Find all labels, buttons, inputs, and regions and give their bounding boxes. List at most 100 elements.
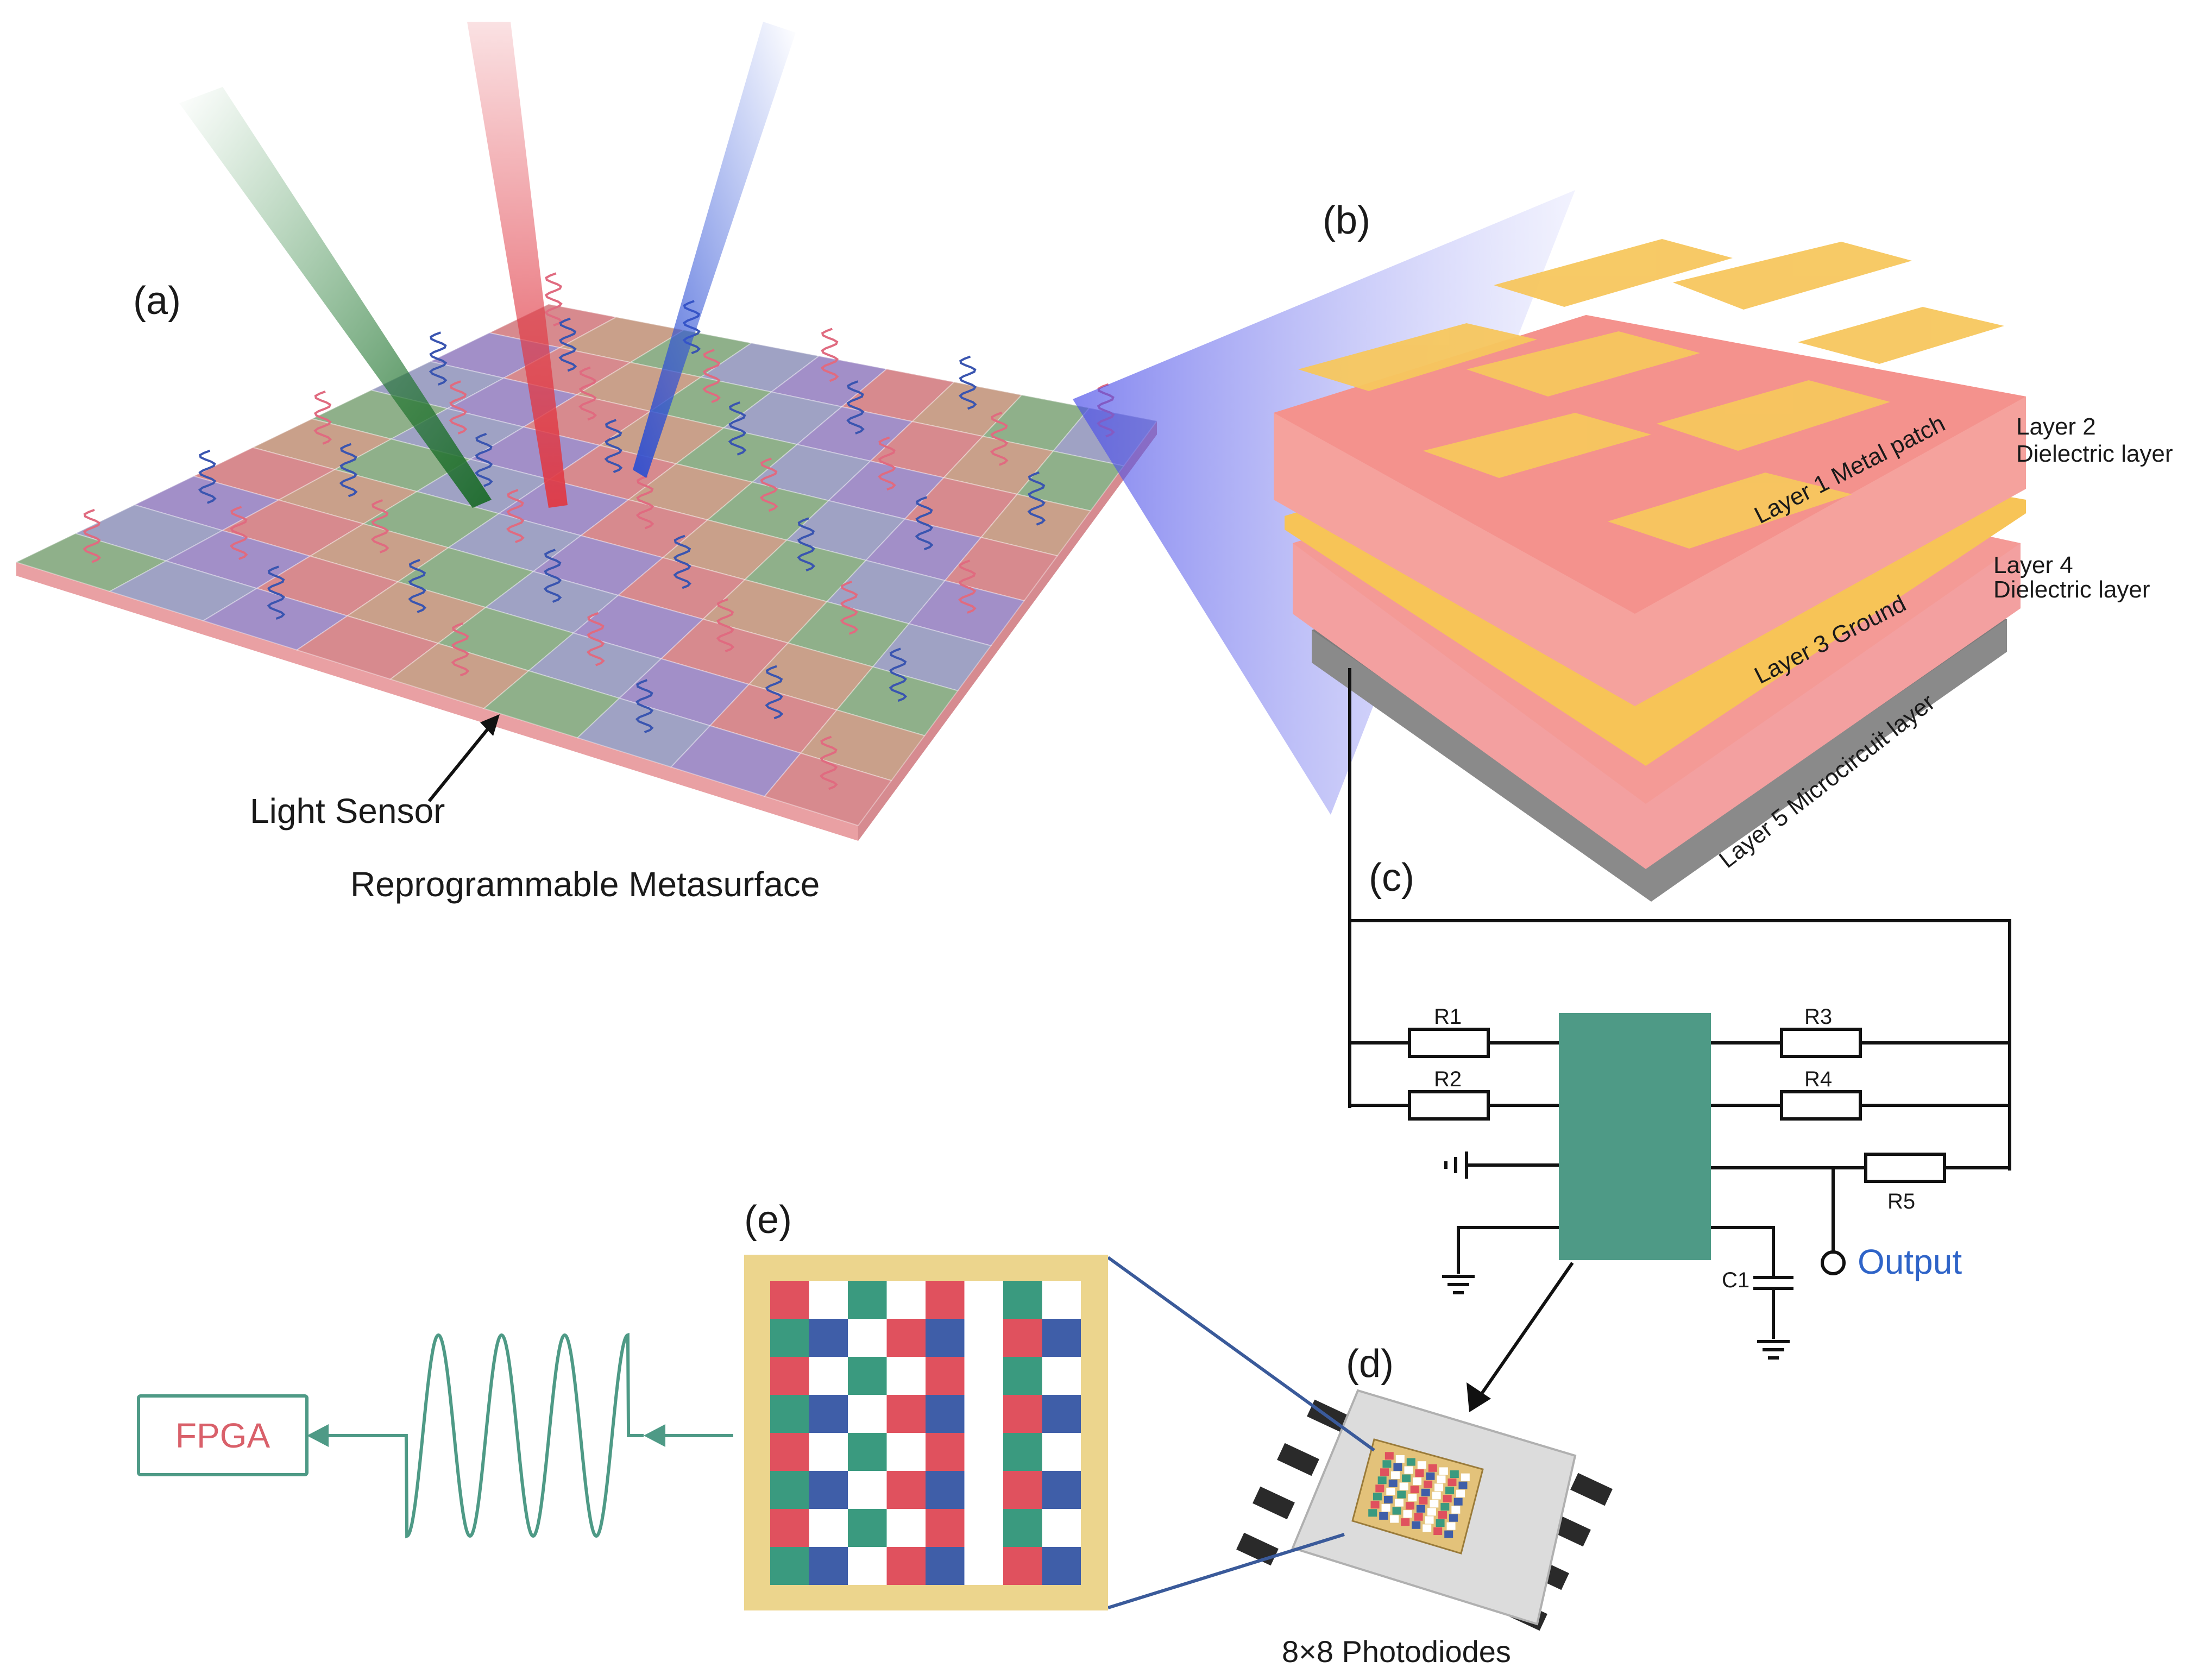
panel-label-c: (c) xyxy=(1369,856,1414,899)
die-photodiode-cell xyxy=(1405,1502,1414,1510)
sensor-signal-wave xyxy=(759,457,778,512)
die-photodiode-cell xyxy=(1448,1478,1457,1487)
photodiode-cell xyxy=(1003,1433,1042,1471)
photodiode-cell xyxy=(770,1433,809,1471)
photodiode-cell xyxy=(886,1281,926,1319)
die-photodiode-cell xyxy=(1413,1477,1422,1486)
photodiode-cell xyxy=(770,1547,809,1585)
die-photodiode-cell xyxy=(1456,1489,1465,1497)
sensor-signal-wave xyxy=(408,559,427,613)
die-photodiode-cell xyxy=(1380,1468,1389,1476)
photodiode-cell xyxy=(1042,1547,1081,1585)
resistor-r5 xyxy=(1864,1153,1946,1183)
sensor-signal-wave xyxy=(635,475,654,530)
sensor-signal-wave xyxy=(578,366,597,421)
photodiode-cell xyxy=(770,1471,809,1509)
resistor-r2 xyxy=(1408,1090,1490,1121)
resistor-r1 xyxy=(1408,1028,1490,1058)
die-photodiode-cell xyxy=(1423,1524,1432,1532)
metasurface-slab-left-edge xyxy=(16,562,858,841)
sensor-signal-wave xyxy=(83,508,102,563)
sensor-signal-wave xyxy=(451,622,470,677)
photodiode-cell xyxy=(964,1433,1003,1471)
sensor-signal-wave xyxy=(267,565,286,620)
output-label: Output xyxy=(1858,1242,1962,1281)
photodiode-array-grid xyxy=(770,1281,1081,1585)
amplifier-chip xyxy=(1559,1013,1711,1260)
sensor-signal-wave xyxy=(716,598,735,653)
photodiode-cell xyxy=(1042,1281,1081,1319)
die-photodiode-cell xyxy=(1439,1467,1448,1475)
photodiode-cell xyxy=(886,1319,926,1357)
photodiode-cell xyxy=(964,1395,1003,1433)
die-photodiode-cell xyxy=(1458,1481,1468,1489)
zoom-line-top xyxy=(1107,1256,1375,1452)
photodiode-cell xyxy=(1042,1357,1081,1395)
die-photodiode-cell xyxy=(1393,1463,1402,1471)
die-photodiode-cell xyxy=(1427,1508,1436,1516)
sensor-signal-wave xyxy=(728,401,747,456)
sensor-signal-wave xyxy=(544,272,563,327)
die-photodiode-cell xyxy=(1415,1469,1424,1477)
die-photodiode-cell xyxy=(1388,1479,1398,1487)
sensor-signal-wave xyxy=(990,411,1009,466)
photodiode-cell xyxy=(1042,1471,1081,1509)
photodiode-cell xyxy=(926,1319,965,1357)
green-light-beam xyxy=(179,87,492,508)
photodiode-cell xyxy=(886,1471,926,1509)
die-photodiode-cell xyxy=(1383,1495,1393,1503)
sensor-signal-wave xyxy=(889,647,908,702)
die-photodiode-cell xyxy=(1406,1458,1415,1466)
die-photodiode-cell xyxy=(1433,1527,1443,1536)
photodiode-cell xyxy=(809,1547,848,1585)
photodiode-cell xyxy=(886,1433,926,1471)
die-photodiode-cell xyxy=(1440,1503,1450,1511)
die-photodiode-cell xyxy=(1436,1519,1445,1527)
array-to-wave-arrowhead xyxy=(644,1424,665,1447)
photodiode-cell xyxy=(1003,1357,1042,1395)
c1-wire xyxy=(1711,1226,1775,1278)
die-photodiode-cell xyxy=(1377,1476,1387,1484)
resistor-r4-label: R4 xyxy=(1804,1067,1832,1091)
die-photodiode-cell xyxy=(1384,1452,1394,1460)
photodiode-cell xyxy=(926,1357,965,1395)
sensor-signal-wave xyxy=(846,380,865,435)
die-photodiode-cell xyxy=(1392,1507,1401,1515)
photodiode-cell xyxy=(1003,1395,1042,1433)
chip-to-photodiode-arrowhead xyxy=(1467,1382,1491,1412)
die-photodiode-cell xyxy=(1381,1503,1390,1512)
photodiode-cell xyxy=(964,1281,1003,1319)
sensor-signal-wave xyxy=(449,380,468,435)
die-photodiode-cell xyxy=(1421,1488,1430,1496)
photodiode-cell xyxy=(809,1509,848,1547)
die-photodiode-cell xyxy=(1453,1497,1463,1506)
sensor-signal-wave xyxy=(229,506,248,561)
metasurface-illustration xyxy=(15,272,1158,841)
die-photodiode-cell xyxy=(1426,1472,1435,1480)
circuit-diagram xyxy=(1348,668,2011,1397)
sensor-signal-wave xyxy=(958,559,977,614)
photodiode-cell xyxy=(848,1433,887,1471)
sensor-signal-wave xyxy=(313,391,332,445)
photodiode-cell xyxy=(770,1319,809,1357)
photodiode-cell xyxy=(848,1471,887,1509)
die-photodiode-cell xyxy=(1446,1522,1456,1530)
photodiode-cell xyxy=(809,1395,848,1433)
photodiode-caption: 8×8 Photodiodes xyxy=(1282,1634,1511,1669)
photodiode-cell xyxy=(848,1319,887,1357)
die-photodiode-cell xyxy=(1414,1513,1423,1521)
photodiode-cell xyxy=(770,1281,809,1319)
sensor-signal-wave xyxy=(797,517,816,572)
light-sensor-arrowhead xyxy=(480,714,500,736)
photodiode-cell xyxy=(809,1319,848,1357)
photodiode-cell xyxy=(1042,1509,1081,1547)
die-photodiode-cell xyxy=(1438,1511,1447,1519)
chip-to-photodiode-arrow xyxy=(1478,1262,1574,1397)
blue-light-beam xyxy=(633,22,796,478)
photodiode-cell xyxy=(886,1509,926,1547)
die-photodiode-cell xyxy=(1428,1464,1437,1472)
die-photodiode-cell xyxy=(1403,1510,1412,1518)
metasurface-slab-right-edge xyxy=(858,421,1157,841)
metasurface-signal-waves xyxy=(83,272,1115,790)
photodiode-cell xyxy=(886,1547,926,1585)
